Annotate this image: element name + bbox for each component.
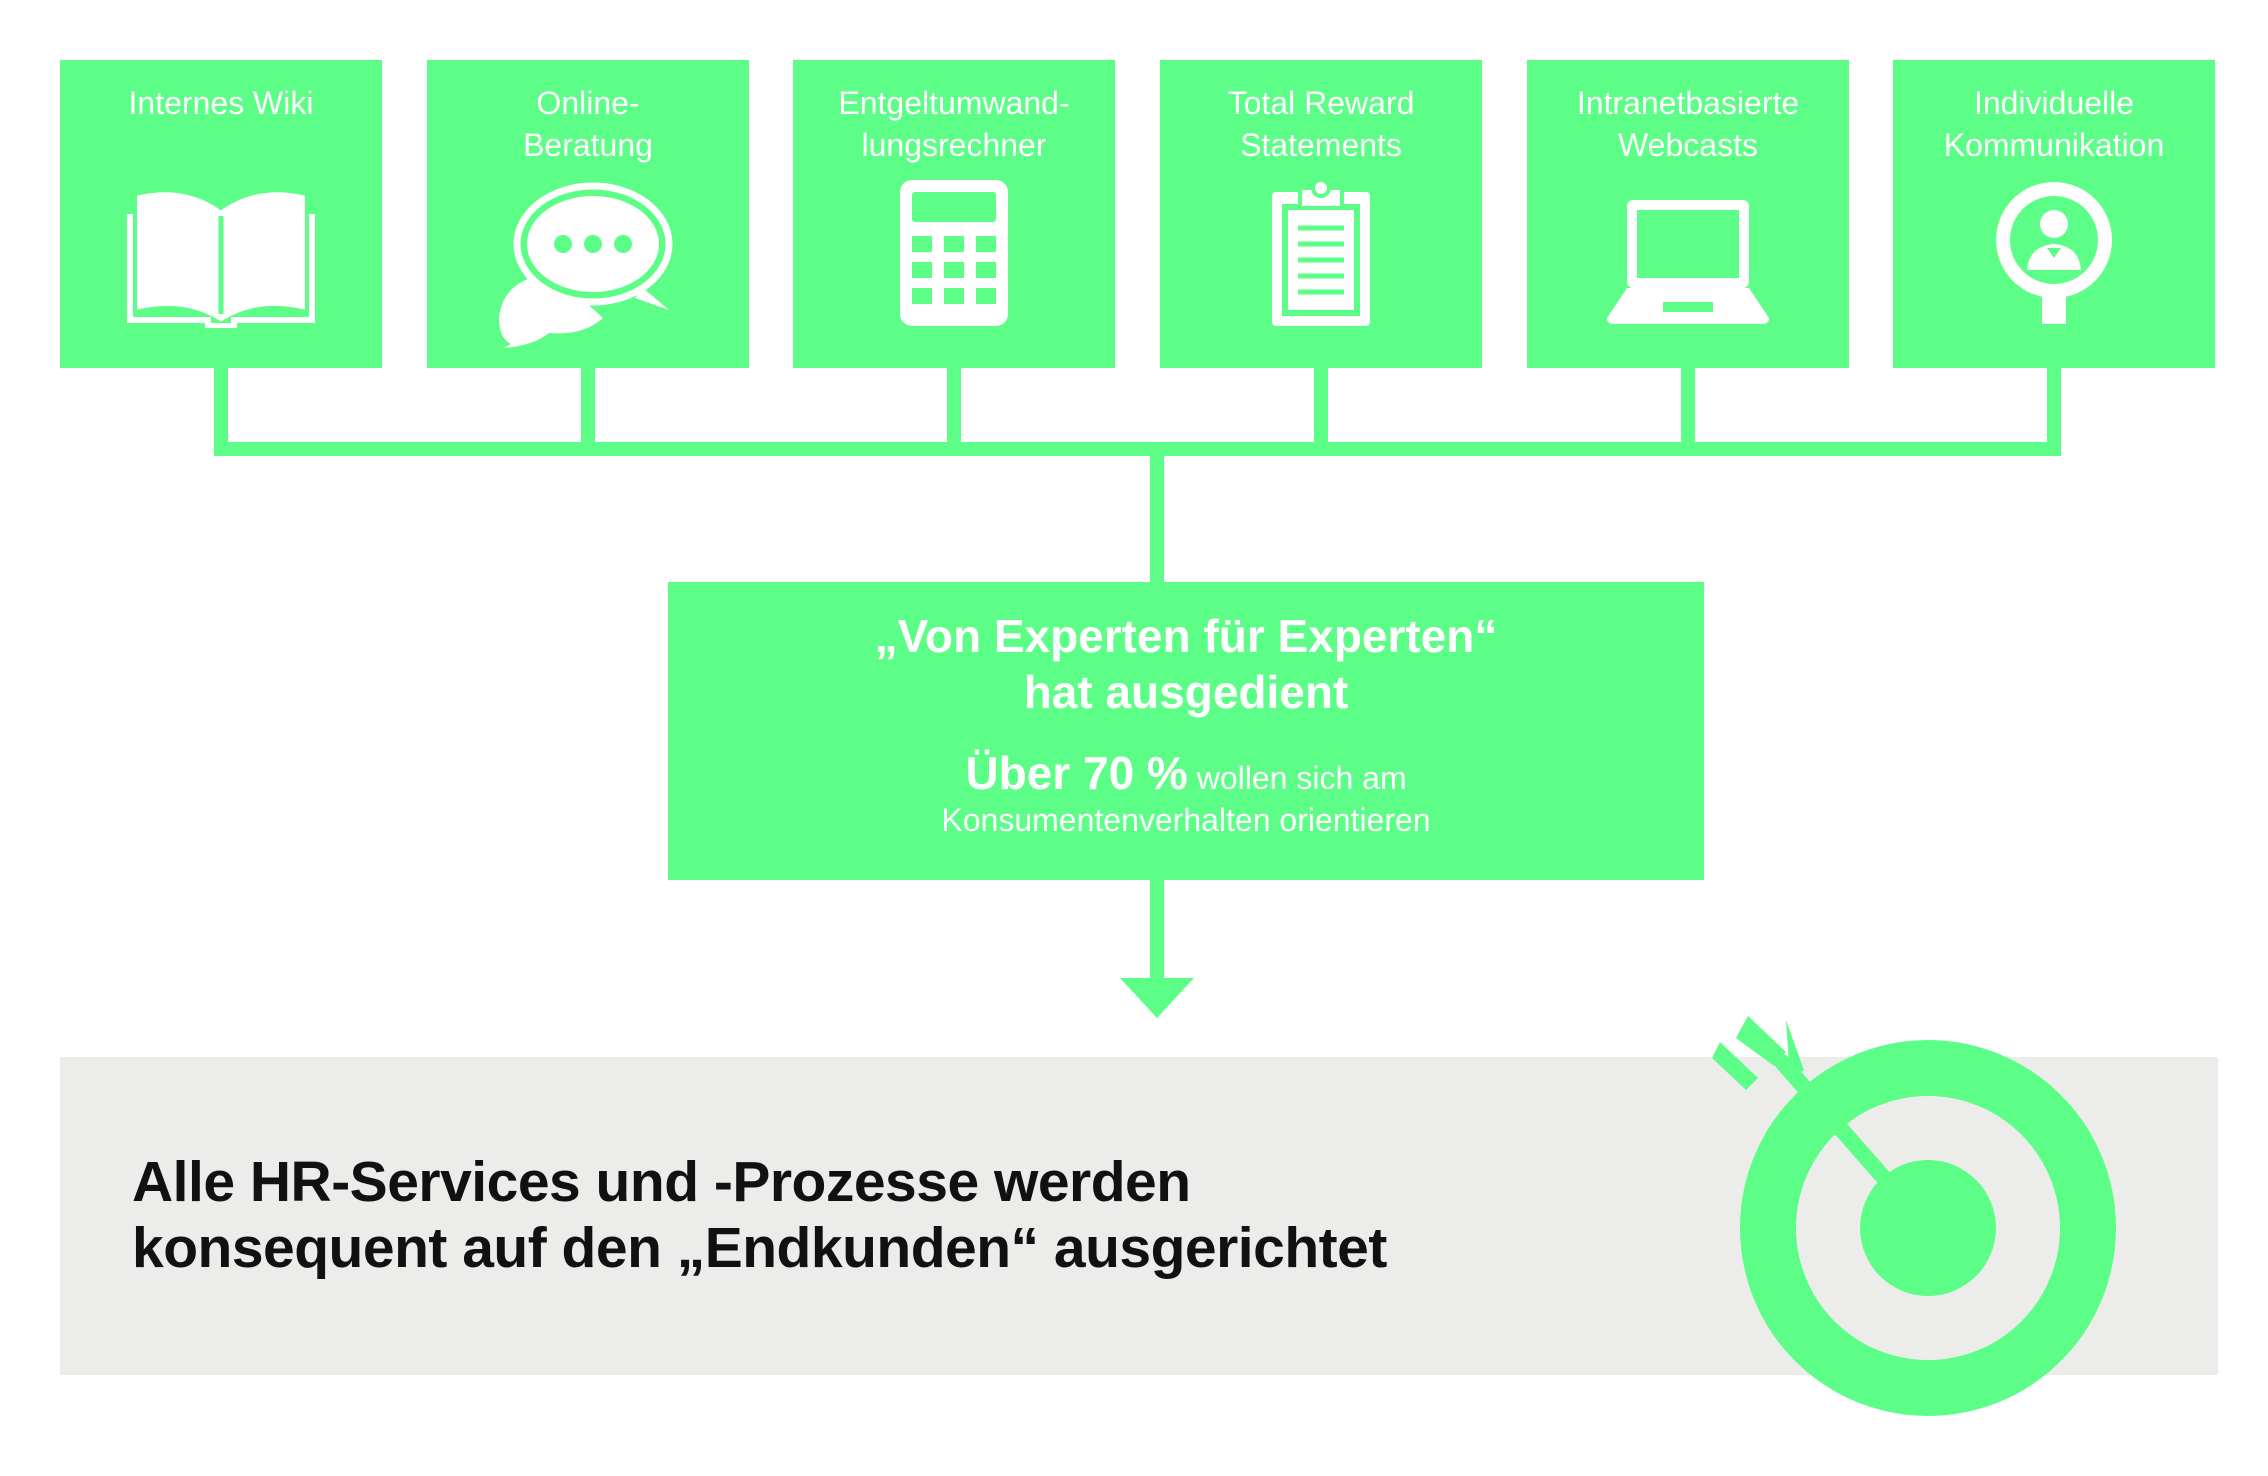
stat-value: Über 70 % [965,747,1188,799]
channel-box-wiki: Internes Wiki [60,60,382,368]
arrow-shaft [1150,880,1164,980]
connector-drop-2 [581,368,595,456]
result-line1: Alle HR-Services und -Prozesse werden [132,1150,1191,1214]
center-title-line1: „Von Experten für Experten“ [874,610,1498,662]
connector-horizontal [214,442,2061,456]
connector-drop-1 [214,368,228,456]
channel-box-statements: Total Reward Statements [1160,60,1482,368]
center-statement-box: „Von Experten für Experten“ hat ausgedie… [668,582,1704,880]
stat-text-line1: wollen sich am [1187,760,1407,796]
person-magnifier-icon [1893,178,2215,358]
stat-text-line2: Konsumentenverhalten orientieren [941,802,1431,838]
connector-drop-5 [1681,368,1695,456]
channel-box-kommunikation: Individuelle Kommunikation [1893,60,2215,368]
laptop-icon [1527,178,1849,358]
center-stat: Über 70 % wollen sich am Konsumentenverh… [668,750,1704,841]
target-arrow-icon [1712,1016,2116,1416]
center-title: „Von Experten für Experten“ hat ausgedie… [668,608,1704,720]
channel-label: Intranetbasierte Webcasts [1576,85,1800,163]
channel-box-rechner: Entgeltumwand- lungsrechner [793,60,1115,368]
clipboard-icon [1160,178,1482,358]
result-line2: konsequent auf den „Endkunden“ ausgerich… [132,1216,1387,1280]
book-icon [60,178,382,358]
chat-bubbles-icon [427,178,749,358]
channel-box-beratung: Online- Beratung [427,60,749,368]
connector-to-center [1150,456,1164,582]
channel-label: Internes Wiki [128,85,314,121]
channel-label: Individuelle Kommunikation [1943,85,2165,163]
channel-label: Entgeltumwand- lungsrechner [838,85,1070,163]
connector-drop-4 [1314,368,1328,456]
channel-label: Online- Beratung [523,85,653,163]
channel-label: Total Reward Statements [1227,85,1415,163]
center-title-line2: hat ausgedient [1023,666,1349,718]
calculator-icon [793,178,1115,358]
connector-drop-3 [947,368,961,456]
result-text: Alle HR-Services und -Prozesse werden ko… [132,1149,1387,1281]
connector-drop-6 [2047,368,2061,456]
arrow-down-icon [1120,978,1194,1018]
channel-box-webcasts: Intranetbasierte Webcasts [1527,60,1849,368]
